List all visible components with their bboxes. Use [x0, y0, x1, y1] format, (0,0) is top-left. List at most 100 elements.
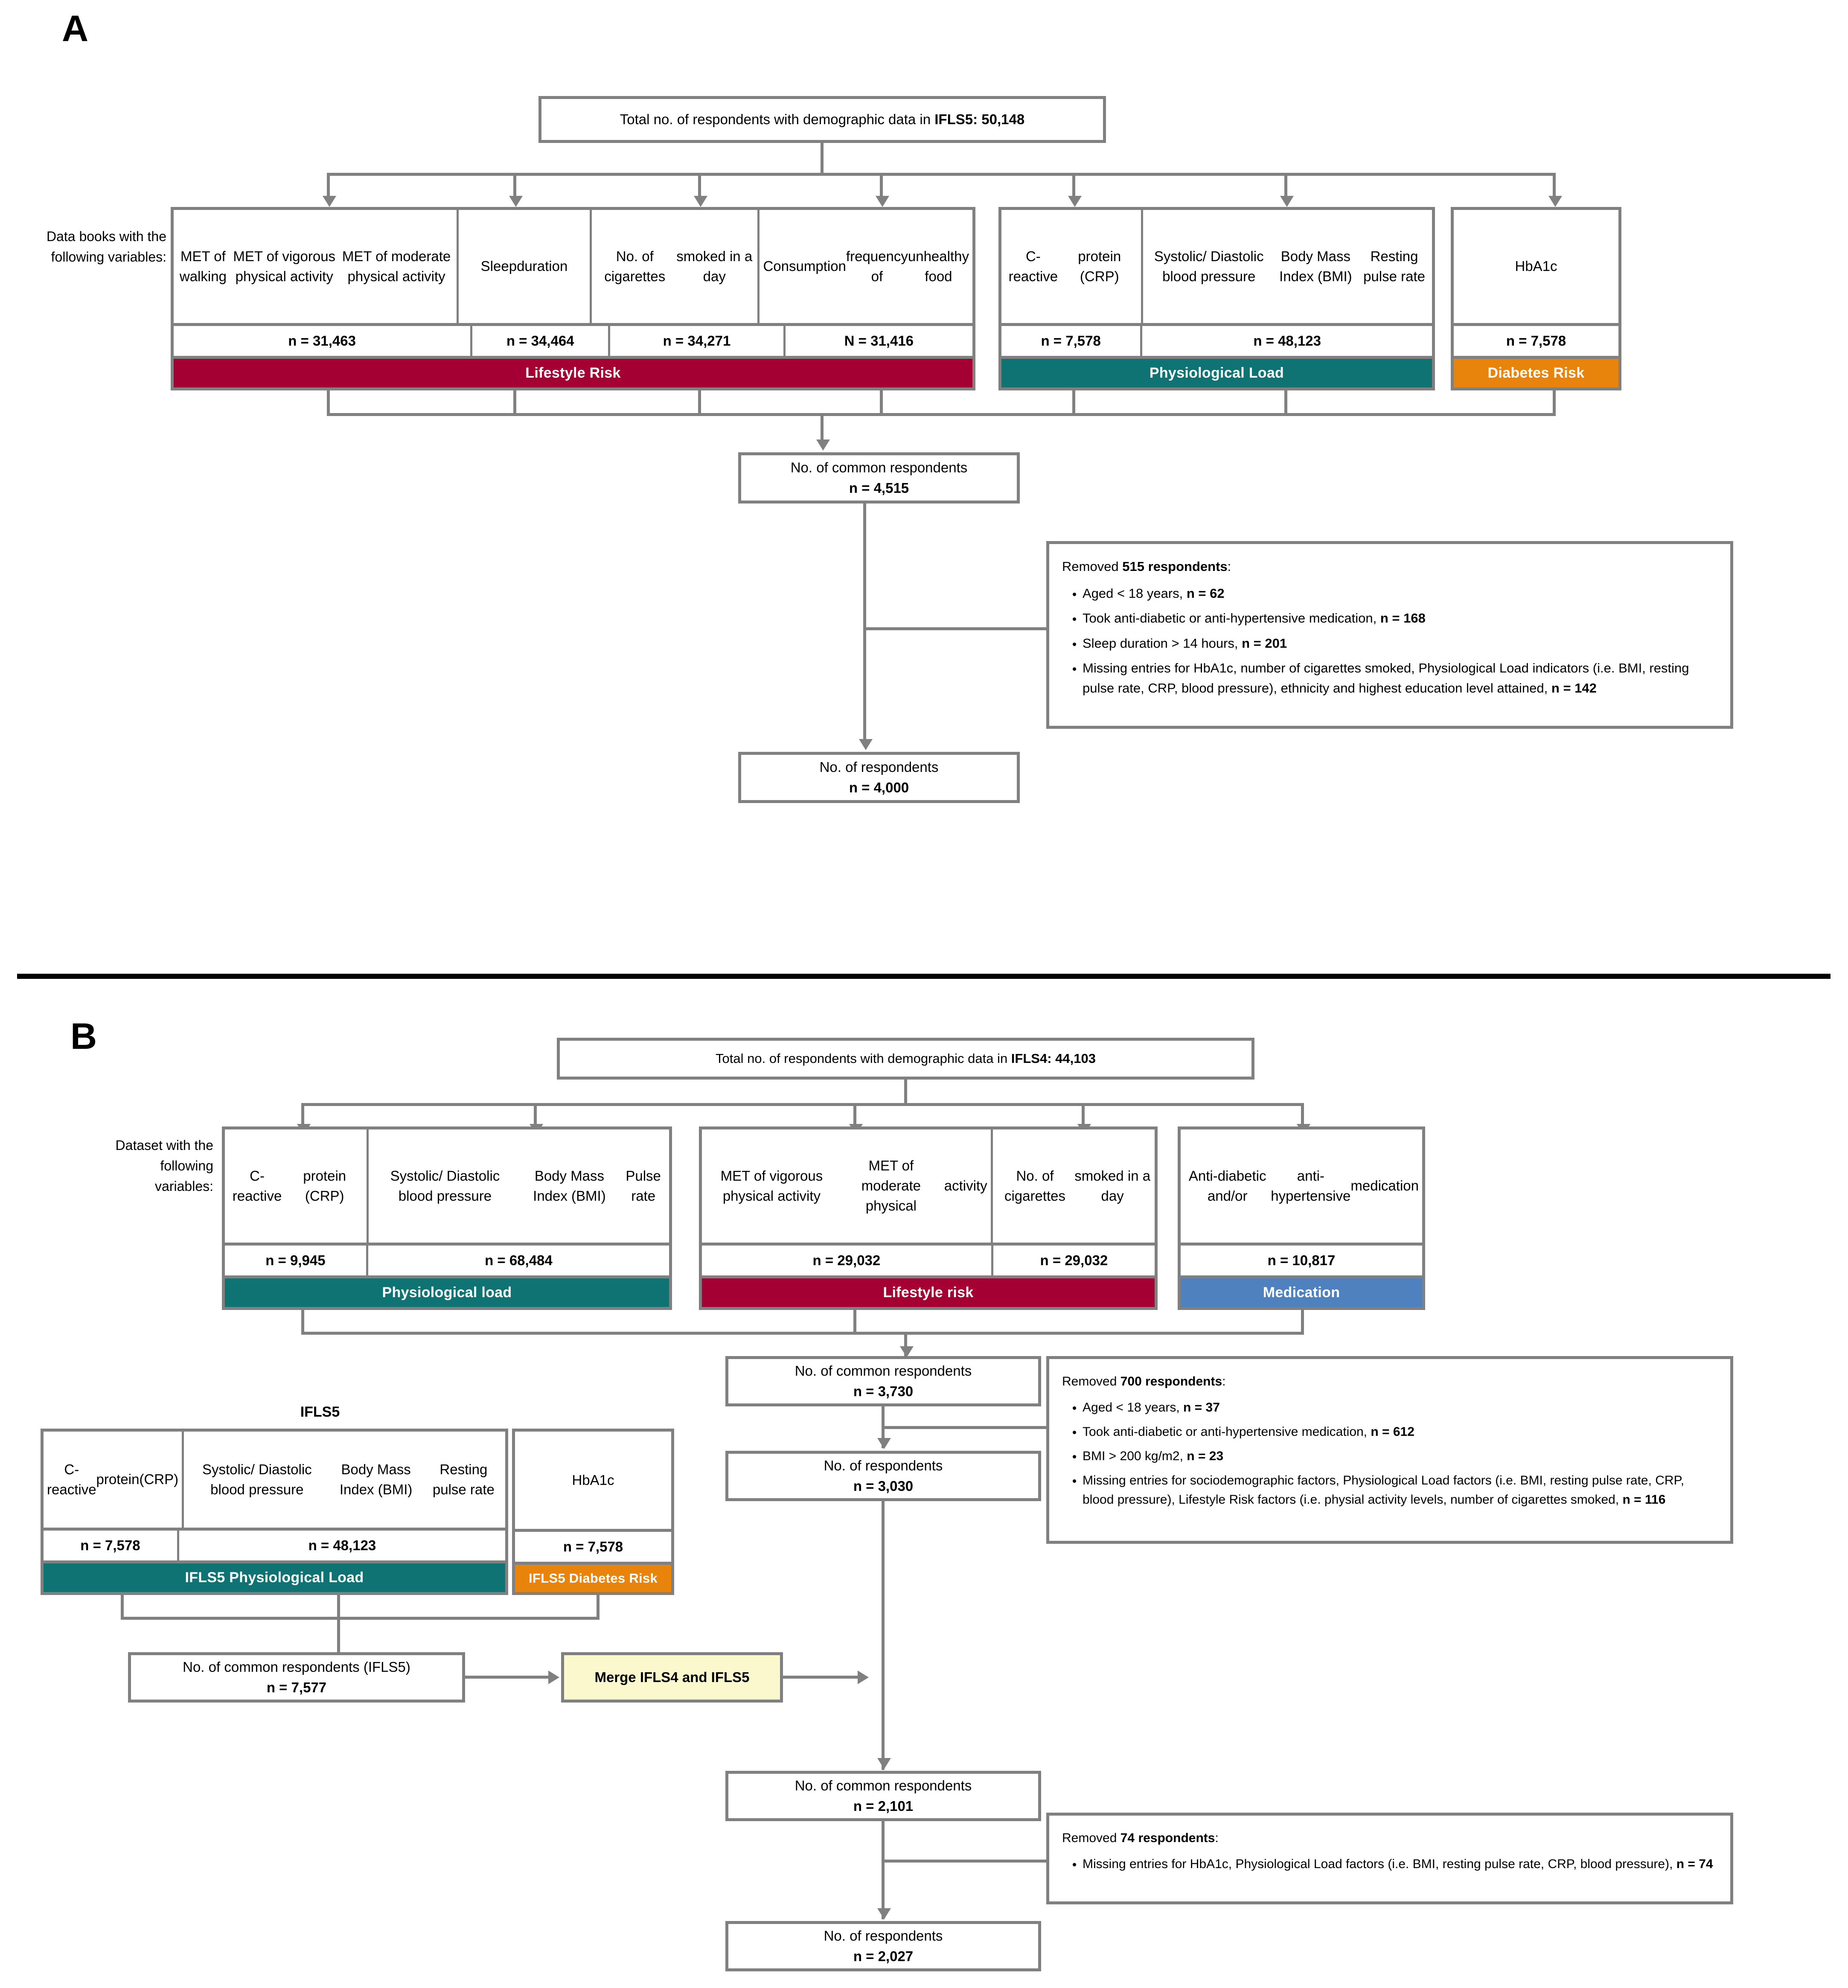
panel-b-common-respondents-box-1: No. of common respondents n = 3,730 [725, 1356, 1041, 1406]
panel-a-removed-box: Removed 515 respondents: Aged < 18 years… [1046, 541, 1733, 729]
box-line-1: No. of respondents [824, 1458, 943, 1474]
panel-a-collector-arrow [816, 440, 830, 451]
box-line-2: n = 3,030 [853, 1478, 914, 1494]
panel-a-drop-3 [698, 173, 701, 198]
list-item: Missing entries for HbA1c, number of cig… [1083, 658, 1716, 698]
panel-b-respondents-box-3030: No. of respondents n = 3,030 [725, 1451, 1041, 1501]
n-row: n = 29,032 n = 29,032 [702, 1243, 1155, 1275]
box-line-2: n = 7,577 [266, 1679, 327, 1695]
panel-b-merge-in-line [465, 1676, 555, 1679]
group-band-physiological-load: Physiological Load [1001, 356, 1432, 387]
panel-b-common-respondents-box-2101: No. of common respondents n = 2,101 [725, 1771, 1041, 1821]
group-band-ifls5-physiological-load: IFLS5 Physiological Load [44, 1560, 505, 1592]
panel-b-up-3 [1301, 1310, 1304, 1335]
box-line-1: No. of common respondents [794, 1778, 972, 1794]
panel-a-common-respondents-box: No. of common respondents n = 4,515 [738, 452, 1020, 504]
panel-b-connector-stem [904, 1080, 907, 1105]
panel-b-connector-bus [301, 1103, 1304, 1106]
panel-a-final-arrow [859, 739, 873, 750]
variables-row: HbA1c [515, 1432, 671, 1529]
panel-b-collector-bus [301, 1332, 1304, 1335]
removed-heading: Removed 700 respondents: [1062, 1374, 1226, 1388]
panel-a-letter: A [62, 8, 89, 49]
panel-b-up-1 [301, 1310, 304, 1335]
panel-a-connector-stem [821, 143, 824, 173]
panel-b-arrow-to-3030 [877, 1438, 891, 1449]
panel-b-left-label: Dataset with the following variables: [115, 1138, 213, 1194]
panel-b-ifls5-up-2 [337, 1595, 340, 1620]
panel-b-drop-2 [534, 1103, 537, 1126]
panel-b-removed-box-74: Removed 74 respondents: Missing entries … [1046, 1813, 1733, 1904]
panel-a-total-bold: IFLS5: 50,148 [934, 111, 1025, 128]
list-item: Missing entries for sociodemographic fac… [1083, 1471, 1716, 1509]
list-item: Took anti-diabetic or anti-hypertensive … [1083, 1422, 1716, 1441]
n-cell: n = 29,032 [702, 1243, 993, 1275]
group-band-ifls5-diabetes-risk: IFLS5 Diabetes Risk [515, 1562, 671, 1592]
variable-cell: HbA1c [572, 1472, 614, 1488]
list-item: BMI > 200 kg/m2, n = 23 [1083, 1447, 1716, 1466]
panel-a-drop-6 [1284, 173, 1287, 198]
panel-a-collector-stem [821, 413, 824, 443]
panel-a-drop-1 [327, 173, 330, 198]
box-line-2: n = 2,027 [853, 1948, 914, 1964]
panel-b-letter: B [70, 1016, 97, 1057]
group-band-lifestyle-risk: Lifestyle Risk [174, 356, 972, 387]
panel-a-up-5 [1072, 390, 1075, 416]
variable-cell: HbA1c [1515, 258, 1557, 274]
panel-a-connector-bus [327, 173, 1556, 176]
group-band-physiological-load: Physiological load [225, 1275, 669, 1307]
panel-b-drop-4 [1082, 1103, 1085, 1126]
panel-b-ifls5-group-diabetes-risk: HbA1c n = 7,578 IFLS5 Diabetes Risk [512, 1429, 674, 1595]
variables-row: HbA1c [1454, 210, 1618, 323]
n-row: n = 9,945 n = 68,484 [225, 1243, 669, 1275]
panel-a-arrow-6 [1280, 196, 1294, 207]
box-line-2: n = 3,730 [853, 1383, 914, 1399]
box-line-1: No. of respondents [819, 759, 939, 775]
list-item: Aged < 18 years, n = 62 [1083, 584, 1716, 604]
panel-a-drop-7 [1553, 173, 1556, 198]
n-cell: n = 7,578 [515, 1529, 671, 1562]
panel-b-total-respondents-box: Total no. of respondents with demographi… [557, 1038, 1254, 1080]
panel-a-final-respondents-box: No. of respondents n = 4,000 [738, 752, 1020, 803]
panel-b-drop-1 [301, 1103, 304, 1126]
panel-a-up-6 [1284, 390, 1287, 416]
n-cell: n = 29,032 [993, 1243, 1155, 1275]
box-line-1: No. of common respondents [794, 1363, 972, 1379]
n-cell: n = 48,123 [1142, 323, 1432, 356]
list-item: Took anti-diabetic or anti-hypertensive … [1083, 608, 1716, 629]
panel-divider [17, 974, 1831, 979]
n-row: n = 7,578 n = 48,123 [44, 1528, 505, 1560]
panel-b-removed-box-700: Removed 700 respondents: Aged < 18 years… [1046, 1356, 1733, 1544]
box-line-2: n = 4,000 [849, 780, 909, 795]
n-cell: n = 7,578 [44, 1528, 179, 1560]
removed-heading: Removed 74 respondents: [1062, 1831, 1219, 1845]
n-row: n = 7,578 [515, 1529, 671, 1562]
n-cell: n = 7,578 [1001, 323, 1143, 356]
n-cell: N = 31,416 [785, 323, 972, 356]
panel-b-ifls5-collector-stem [337, 1617, 340, 1655]
n-cell: n = 48,123 [179, 1528, 505, 1560]
panel-a-group-diabetes-risk: HbA1c n = 7,578 Diabetes Risk [1451, 207, 1621, 390]
panel-b-arrow-to-2027 [877, 1908, 891, 1919]
panel-a-arrow-5 [1068, 196, 1082, 207]
group-band-medication: Medication [1181, 1275, 1422, 1307]
panel-a-branch-to-removed [863, 627, 1049, 630]
panel-b-ifls5-collector-bus [121, 1617, 600, 1620]
panel-a-drop-4 [880, 173, 883, 198]
panel-b-drop-3 [853, 1103, 856, 1126]
